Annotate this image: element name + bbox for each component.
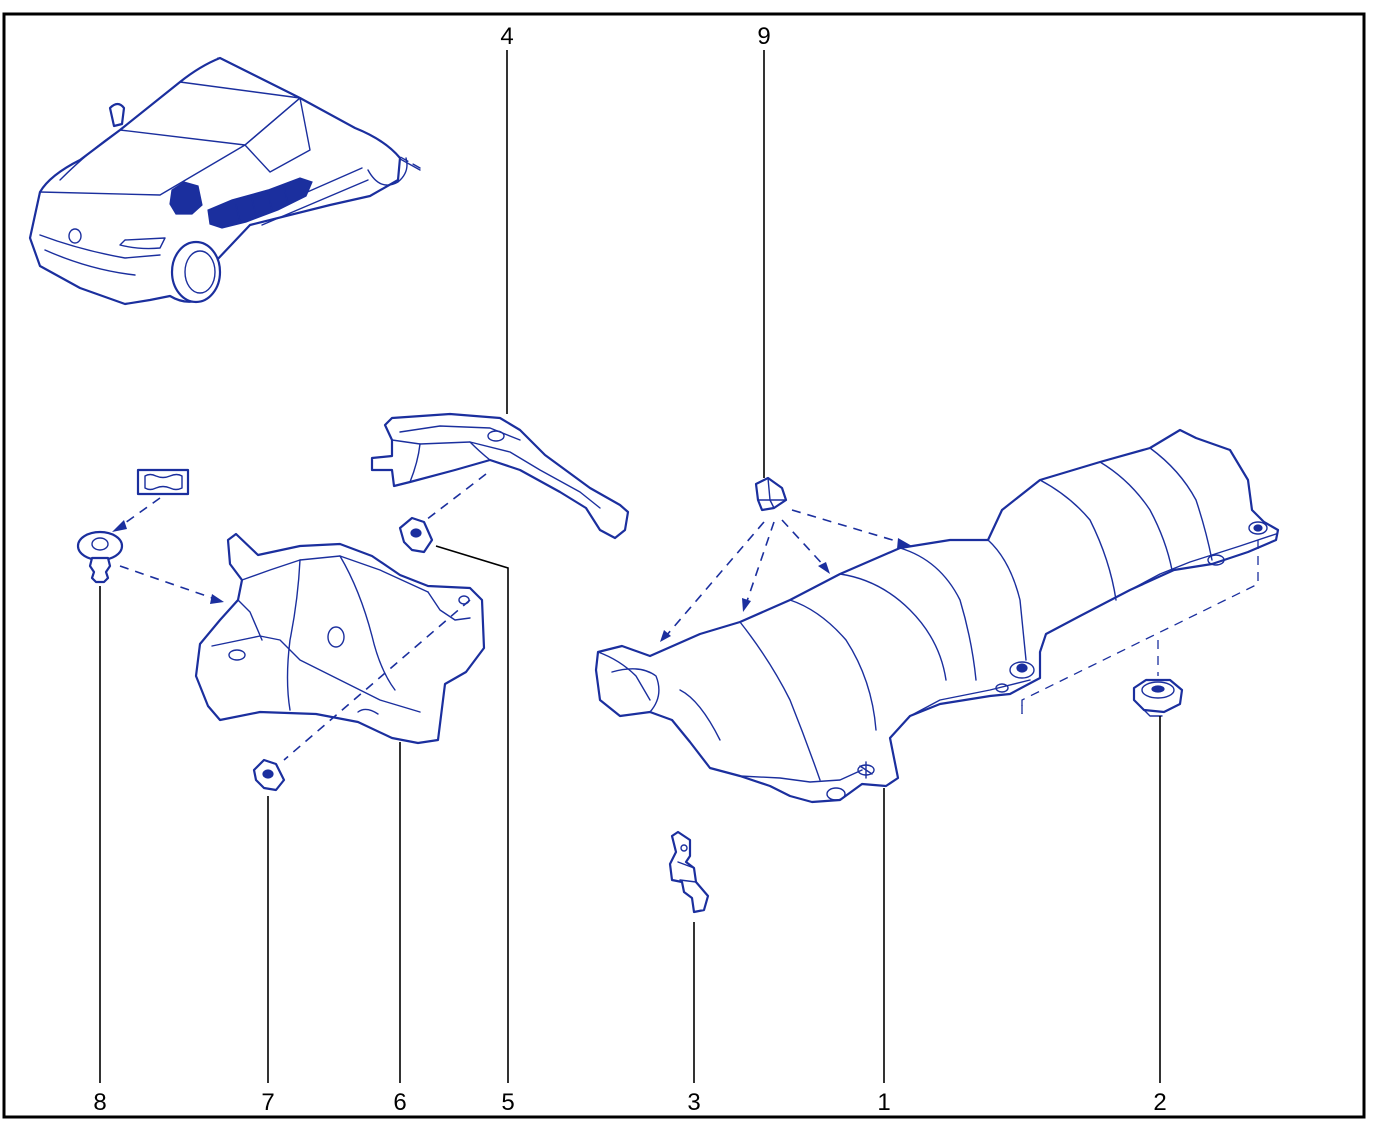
part-5-clip-nut — [398, 516, 434, 554]
part-3-bracket — [668, 830, 710, 914]
part-9-spring-clip — [754, 476, 788, 512]
callout-2: 2 — [1153, 1089, 1166, 1116]
callout-9: 9 — [757, 23, 770, 50]
part-4-upper-heat-shield — [370, 412, 630, 540]
vehicle-locator-illustration — [28, 56, 421, 306]
callout-6: 6 — [393, 1089, 406, 1116]
part-6-front-heat-shield — [194, 532, 486, 745]
callout-4: 4 — [500, 23, 513, 50]
part-8-push-clip — [76, 530, 124, 584]
part-2-grommet — [1132, 678, 1184, 717]
part-8-seal-square — [136, 468, 190, 496]
callout-3: 3 — [687, 1089, 700, 1116]
part-1-main-heat-shield — [594, 428, 1280, 804]
callout-8: 8 — [93, 1089, 106, 1116]
callout-5: 5 — [501, 1089, 514, 1116]
diagram-border — [2, 12, 1366, 1119]
callout-7: 7 — [261, 1089, 274, 1116]
part-7-clip-nut — [252, 758, 286, 792]
callout-1: 1 — [877, 1089, 890, 1116]
leader-line-5 — [435, 545, 509, 1083]
